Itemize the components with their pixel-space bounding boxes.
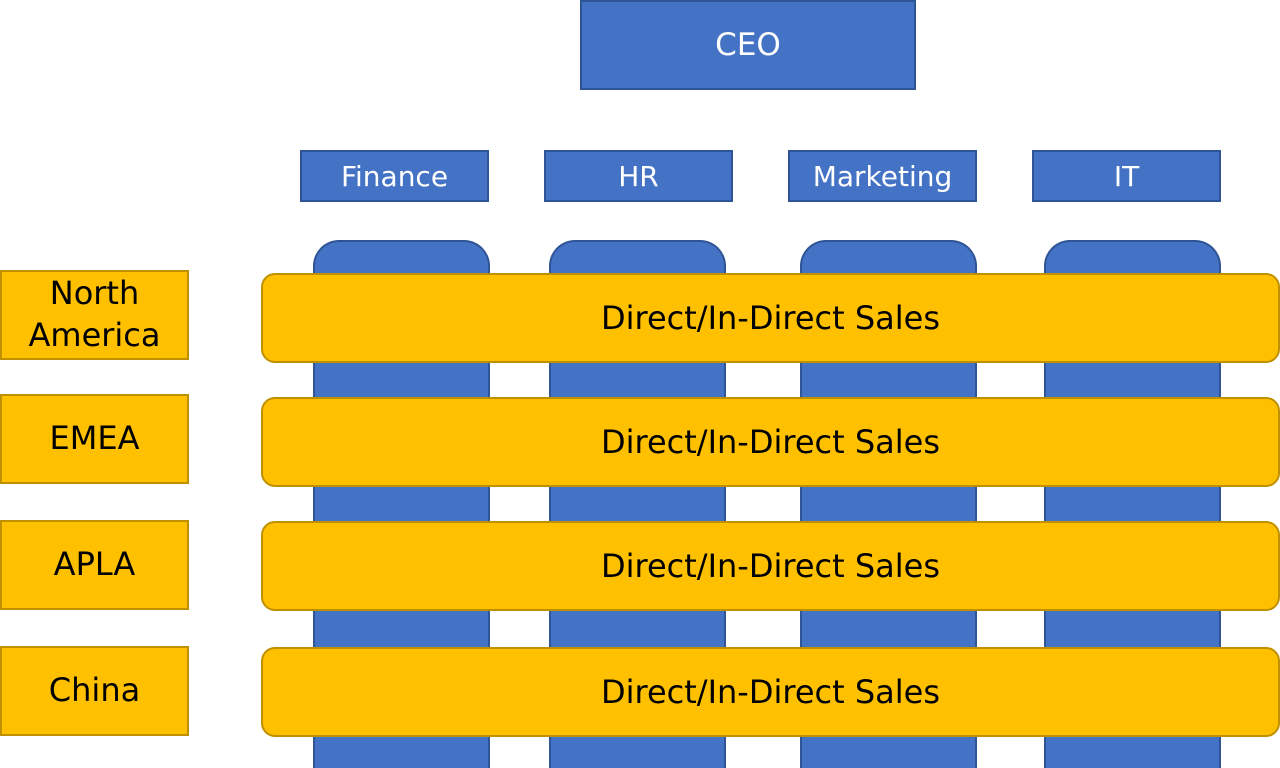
department-box-hr: HR bbox=[544, 150, 733, 202]
department-box-it: IT bbox=[1032, 150, 1221, 202]
sales-band-emea: Direct/In-Direct Sales bbox=[261, 397, 1280, 487]
sales-band-north-america: Direct/In-Direct Sales bbox=[261, 273, 1280, 363]
region-box-china: China bbox=[0, 646, 189, 736]
region-box-emea: EMEA bbox=[0, 394, 189, 484]
sales-band-china: Direct/In-Direct Sales bbox=[261, 647, 1280, 737]
region-box-north-america: North America bbox=[0, 270, 189, 360]
department-box-marketing: Marketing bbox=[788, 150, 977, 202]
sales-band-apla: Direct/In-Direct Sales bbox=[261, 521, 1280, 611]
ceo-box: CEO bbox=[580, 0, 916, 90]
region-box-apla: APLA bbox=[0, 520, 189, 610]
department-box-finance: Finance bbox=[300, 150, 489, 202]
